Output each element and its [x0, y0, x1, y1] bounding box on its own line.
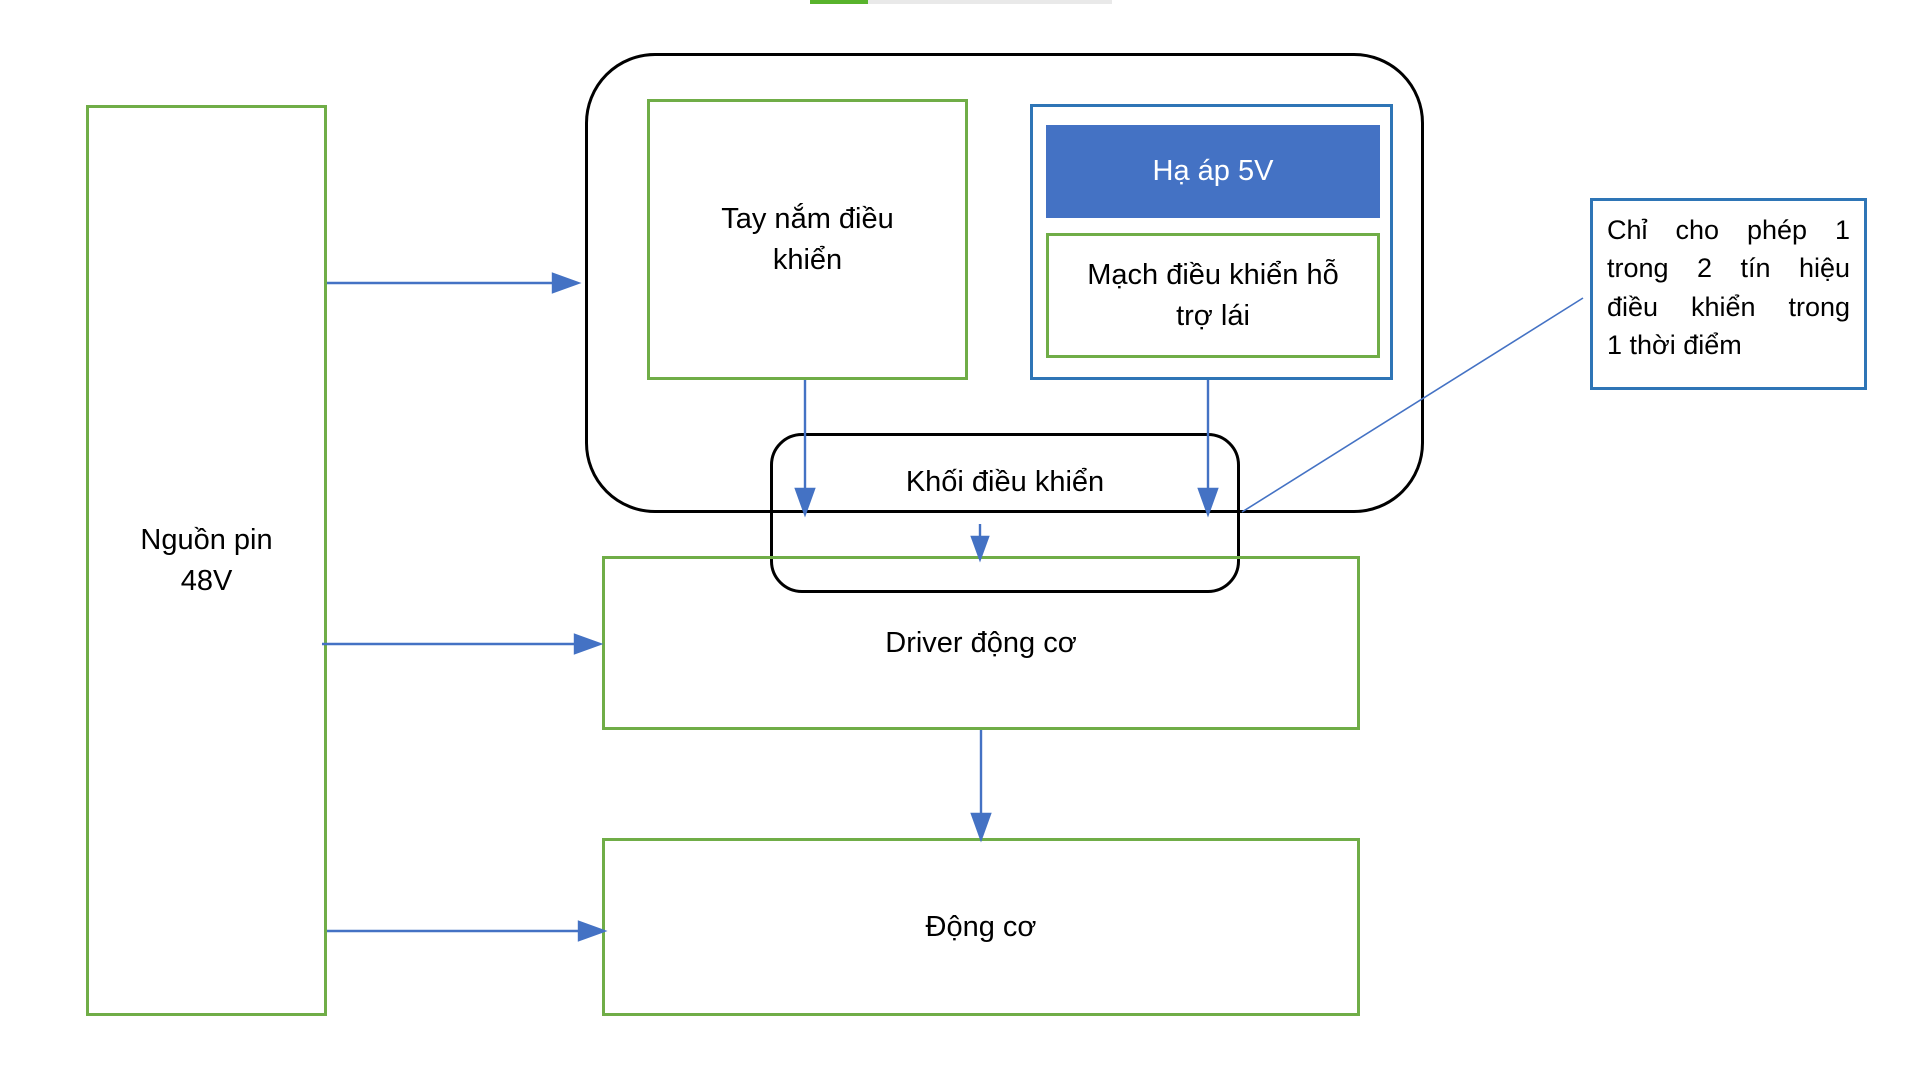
- control-unit-box: Khối điều khiển: [770, 433, 1240, 593]
- arrowhead-battery-to-motor: [577, 920, 608, 942]
- motor-driver-box: Driver động cơ: [602, 556, 1360, 730]
- assist-circuit-label-line: trợ lái: [1176, 299, 1250, 332]
- progress-bar-track: [868, 0, 1112, 4]
- progress-bar-fill: [810, 0, 868, 4]
- note-line: 1 thời điểm: [1607, 329, 1742, 360]
- note-line: Chỉ cho phép 1: [1607, 215, 1850, 245]
- note-line: điều khiển trong: [1607, 291, 1850, 322]
- battery-label-line: Nguồn pin: [140, 524, 273, 557]
- arrowhead-battery-to-group: [551, 272, 582, 294]
- control-group-container: [585, 53, 1424, 513]
- buck-converter-label: Hạ áp 5V: [1152, 155, 1274, 188]
- assist-circuit-label-line: Mạch điều khiển hỗ: [1087, 259, 1339, 292]
- battery-box: Nguồn pin 48V: [86, 105, 327, 1016]
- note-line: trong 2 tín hiệu: [1607, 253, 1850, 284]
- battery-label-line: 48V: [180, 564, 233, 597]
- handlebar-label-line: khiển: [772, 243, 843, 276]
- buck-converter-box: Hạ áp 5V: [1046, 125, 1380, 218]
- arrowhead-battery-to-driver: [573, 633, 604, 655]
- control-unit-label: Khối điều khiển: [905, 466, 1105, 498]
- motor-driver-label: Driver động cơ: [885, 626, 1077, 659]
- arrowhead-driver-to-motor: [970, 812, 992, 843]
- motor-label: Động cơ: [925, 910, 1037, 943]
- handlebar-box: Tay nắm điều khiển: [647, 99, 968, 380]
- assist-group-box: [1030, 104, 1393, 380]
- assist-circuit-box: Mạch điều khiển hỗ trợ lái: [1046, 233, 1380, 358]
- motor-box: Động cơ: [602, 838, 1360, 1016]
- handlebar-label-line: Tay nắm điều: [721, 203, 894, 236]
- note-box: Chỉ cho phép 1 trong 2 tín hiệu điều khi…: [1590, 198, 1867, 390]
